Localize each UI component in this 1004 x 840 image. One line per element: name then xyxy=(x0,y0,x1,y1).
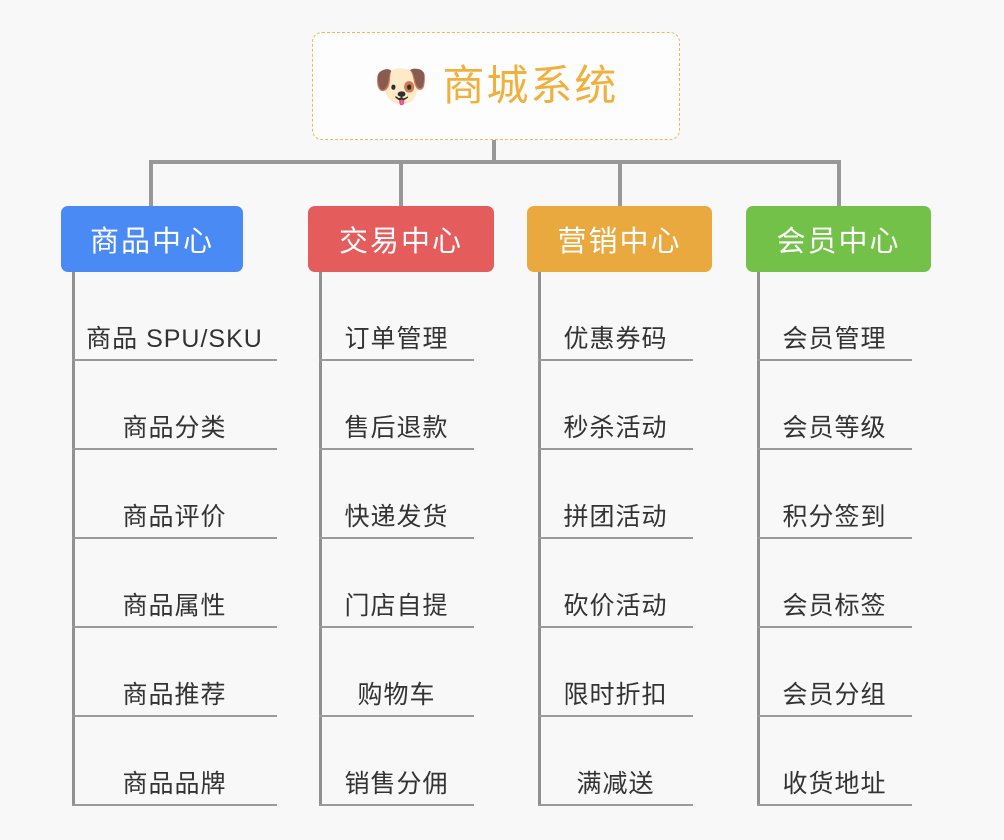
leaf-item[interactable]: 收货地址 xyxy=(757,717,912,806)
leaf-item[interactable]: 会员等级 xyxy=(757,361,912,450)
branch-drop-line-2 xyxy=(618,160,622,208)
leaf-list-marketing-center: 优惠券码 秒杀活动 拼团活动 砍价活动 限时折扣 满减送 xyxy=(527,272,712,806)
category-column-marketing-center: 营销中心 优惠券码 秒杀活动 拼团活动 砍价活动 限时折扣 满减送 xyxy=(527,206,712,806)
leaf-item[interactable]: 秒杀活动 xyxy=(538,361,693,450)
category-header-member-center[interactable]: 会员中心 xyxy=(746,206,931,272)
category-header-trade-center[interactable]: 交易中心 xyxy=(308,206,494,272)
shiba-dog-face-icon: 🐶 xyxy=(373,62,429,111)
leaf-item-label: 会员等级 xyxy=(782,413,887,442)
leaf-item[interactable]: 售后退款 xyxy=(319,361,474,450)
leaf-item-label: 售后退款 xyxy=(344,413,449,442)
leaf-item-label: 限时折扣 xyxy=(563,680,668,709)
trunk-bus-line xyxy=(149,160,841,164)
leaf-list-member-center: 会员管理 会员等级 积分签到 会员标签 会员分组 收货地址 xyxy=(746,272,931,806)
leaf-item[interactable]: 商品评价 xyxy=(72,450,277,539)
leaf-item[interactable]: 限时折扣 xyxy=(538,628,693,717)
leaf-item[interactable]: 满减送 xyxy=(538,717,693,806)
column-spine-line xyxy=(319,272,322,806)
leaf-item[interactable]: 会员管理 xyxy=(757,272,912,361)
leaf-item-label: 会员管理 xyxy=(782,324,887,353)
leaf-item-label: 快递发货 xyxy=(344,502,449,531)
category-header-label: 营销中心 xyxy=(557,226,682,258)
leaf-list-product-center: 商品 SPU/SKU 商品分类 商品评价 商品属性 商品推荐 商品品牌 xyxy=(61,272,277,806)
branch-drop-line-3 xyxy=(837,160,841,208)
leaf-item[interactable]: 商品品牌 xyxy=(72,717,277,806)
category-column-product-center: 商品中心 商品 SPU/SKU 商品分类 商品评价 商品属性 商品推荐 商品品牌 xyxy=(61,206,277,806)
leaf-item[interactable]: 优惠券码 xyxy=(538,272,693,361)
branch-drop-line-0 xyxy=(149,160,153,208)
leaf-item-label: 订单管理 xyxy=(344,324,449,353)
leaf-item-label: 商品 SPU/SKU xyxy=(86,324,263,353)
leaf-item-label: 商品品牌 xyxy=(122,769,227,798)
leaf-item-label: 购物车 xyxy=(357,680,436,709)
leaf-item[interactable]: 商品分类 xyxy=(72,361,277,450)
leaf-item[interactable]: 商品属性 xyxy=(72,539,277,628)
leaf-item[interactable]: 门店自提 xyxy=(319,539,474,628)
leaf-item-label: 销售分佣 xyxy=(344,769,449,798)
leaf-item[interactable]: 砍价活动 xyxy=(538,539,693,628)
category-header-label: 会员中心 xyxy=(776,226,901,258)
category-header-label: 商品中心 xyxy=(89,226,214,258)
leaf-item[interactable]: 拼团活动 xyxy=(538,450,693,539)
leaf-item-label: 会员分组 xyxy=(782,680,887,709)
category-column-trade-center: 交易中心 订单管理 售后退款 快递发货 门店自提 购物车 销售分佣 xyxy=(308,206,494,806)
leaf-item[interactable]: 商品 SPU/SKU xyxy=(72,272,277,361)
category-header-label: 交易中心 xyxy=(338,226,463,258)
leaf-item-label: 优惠券码 xyxy=(563,324,668,353)
leaf-item-label: 满减送 xyxy=(576,769,655,798)
leaf-item[interactable]: 购物车 xyxy=(319,628,474,717)
leaf-item[interactable]: 会员分组 xyxy=(757,628,912,717)
category-header-product-center[interactable]: 商品中心 xyxy=(61,206,243,272)
leaf-item-label: 秒杀活动 xyxy=(563,413,668,442)
leaf-item-label: 拼团活动 xyxy=(563,502,668,531)
leaf-item[interactable]: 积分签到 xyxy=(757,450,912,539)
leaf-item[interactable]: 销售分佣 xyxy=(319,717,474,806)
leaf-item-label: 会员标签 xyxy=(782,591,887,620)
trunk-stem-line xyxy=(492,140,496,164)
leaf-item[interactable]: 订单管理 xyxy=(319,272,474,361)
branch-drop-line-1 xyxy=(399,160,403,208)
leaf-item-label: 门店自提 xyxy=(344,591,449,620)
column-spine-line xyxy=(72,272,75,806)
leaf-item-label: 商品评价 xyxy=(122,502,227,531)
column-spine-line xyxy=(757,272,760,806)
category-column-member-center: 会员中心 会员管理 会员等级 积分签到 会员标签 会员分组 收货地址 xyxy=(746,206,931,806)
leaf-item[interactable]: 快递发货 xyxy=(319,450,474,539)
leaf-item-label: 商品分类 xyxy=(122,413,227,442)
leaf-item-label: 收货地址 xyxy=(782,769,887,798)
root-node[interactable]: 🐶 商城系统 xyxy=(312,32,680,140)
leaf-item[interactable]: 会员标签 xyxy=(757,539,912,628)
leaf-item[interactable]: 商品推荐 xyxy=(72,628,277,717)
leaf-item-label: 积分签到 xyxy=(782,502,887,531)
root-title: 商城系统 xyxy=(442,62,619,109)
leaf-list-trade-center: 订单管理 售后退款 快递发货 门店自提 购物车 销售分佣 xyxy=(308,272,494,806)
leaf-item-label: 商品推荐 xyxy=(122,680,227,709)
leaf-item-label: 砍价活动 xyxy=(563,591,668,620)
category-header-marketing-center[interactable]: 营销中心 xyxy=(527,206,712,272)
leaf-item-label: 商品属性 xyxy=(122,591,227,620)
column-spine-line xyxy=(538,272,541,806)
